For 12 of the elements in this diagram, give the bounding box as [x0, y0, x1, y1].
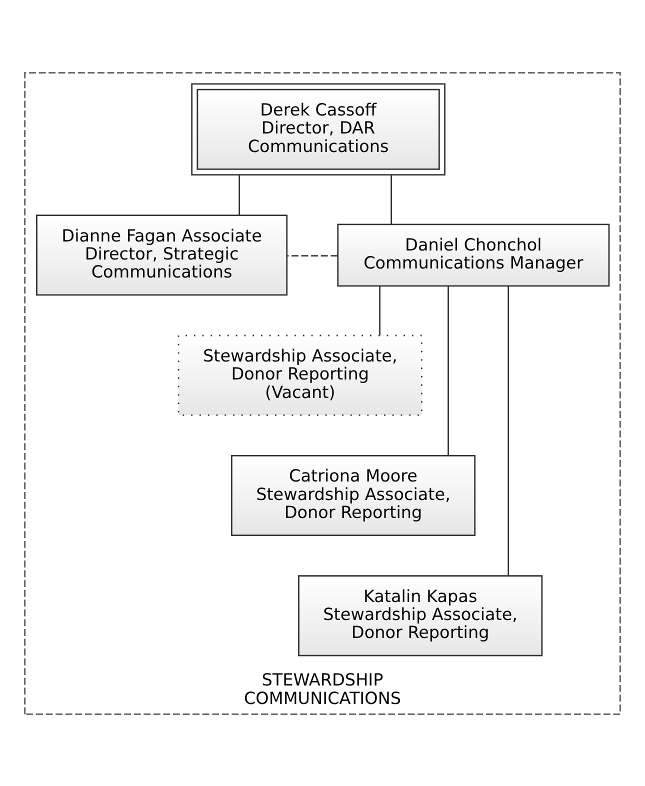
node-box: Daniel Chonchol Communications Manager	[337, 223, 610, 286]
node-box: Stewardship Associate, Donor Reporting (Vacant)	[178, 334, 422, 416]
node-box: Catriona Moore Stewardship Associate, Donor Reporting	[230, 454, 476, 536]
connector	[238, 174, 240, 215]
connector	[390, 174, 392, 224]
node-box: Katalin Kapas Stewardship Associate, Donor Reporting	[298, 574, 543, 656]
connector	[287, 254, 338, 256]
connector	[379, 286, 380, 335]
node-box: Derek Cassoff Director, DAR Communications	[191, 82, 446, 175]
connector	[508, 286, 510, 575]
node-box: Dianne Fagan Associate Director, Strategic Communications	[36, 214, 288, 296]
connector	[448, 286, 449, 455]
